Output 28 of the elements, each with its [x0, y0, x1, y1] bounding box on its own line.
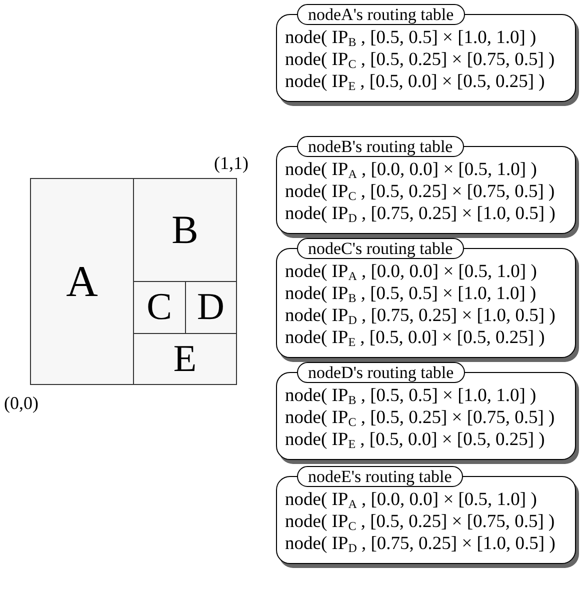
- routing-entry: node( IP$_{E}$ , [0.5, 0.0] × [0.5, 0.25] ): [285, 327, 546, 349]
- routing-entry: node( IP$_{A}$ , [0.0, 0.0] × [0.5, 1.0] ): [285, 489, 538, 511]
- table-heading-tab: nodeA's routing table: [297, 4, 465, 25]
- routing-entry: node( IP$_{C}$ , [0.5, 0.25] × [0.75, 0.5] ): [285, 49, 556, 71]
- table-heading-tab: nodeD's routing table: [297, 362, 465, 383]
- region-box: D: [184, 281, 237, 334]
- routing-entry: node( IP$_{D}$ , [0.75, 0.25] × [1.0, 0.5] ): [285, 533, 556, 555]
- routing-entry: node( IP$_{D}$ , [0.75, 0.25] × [1.0, 0.5] ): [285, 203, 556, 225]
- routing-entry: node( IP$_{C}$ , [0.5, 0.25] × [0.75, 0.5] ): [285, 511, 556, 533]
- routing-entry: node( IP$_{A}$ , [0.0, 0.0] × [0.5, 1.0] ): [285, 159, 538, 181]
- region-box: C: [133, 281, 186, 334]
- routing-entry: node( IP$_{B}$ , [0.5, 0.5] × [1.0, 1.0] ): [285, 27, 538, 49]
- routing-entry: node( IP$_{B}$ , [0.5, 0.5] × [1.0, 1.0] ): [285, 385, 538, 407]
- table-heading-tab: nodeE's routing table: [297, 466, 463, 487]
- routing-entry: node( IP$_{D}$ , [0.75, 0.25] × [1.0, 0.5] ): [285, 305, 556, 327]
- region-box: A: [30, 178, 134, 385]
- table-heading-tab: nodeB's routing table: [297, 136, 464, 157]
- routing-entry: node( IP$_{B}$ , [0.5, 0.5] × [1.0, 1.0] ): [285, 283, 538, 305]
- routing-entry: node( IP$_{A}$ , [0.0, 0.0] × [0.5, 1.0] ): [285, 261, 538, 283]
- coordinate-label: (0,0): [4, 392, 38, 414]
- routing-entry: node( IP$_{C}$ , [0.5, 0.25] × [0.75, 0.5] ): [285, 181, 556, 203]
- table-heading-tab: nodeC's routing table: [297, 238, 464, 259]
- routing-entry: node( IP$_{E}$ , [0.5, 0.0] × [0.5, 0.25] ): [285, 71, 546, 93]
- region-box: B: [133, 178, 237, 282]
- routing-entry: node( IP$_{C}$ , [0.5, 0.25] × [0.75, 0.5] ): [285, 407, 556, 429]
- region-box: E: [133, 332, 237, 385]
- routing-entry: node( IP$_{E}$ , [0.5, 0.0] × [0.5, 0.25] ): [285, 429, 546, 451]
- coordinate-label: (1,1): [214, 152, 248, 174]
